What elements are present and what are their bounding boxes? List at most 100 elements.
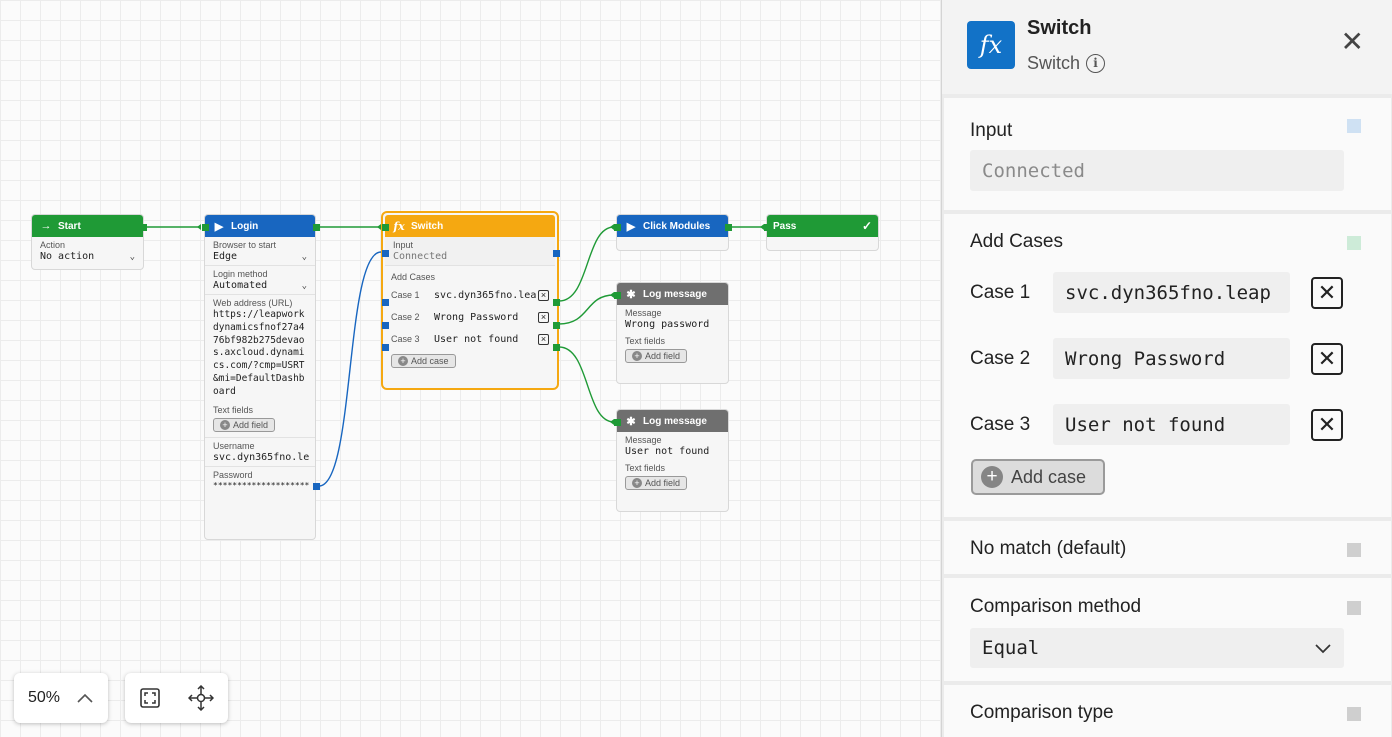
comparison-method-value: Equal	[982, 637, 1040, 659]
remove-case-button[interactable]: ✕	[1311, 409, 1343, 441]
message-value[interactable]: Wrong password	[625, 319, 710, 330]
zoom-control[interactable]: 50%	[14, 673, 108, 723]
remove-case-icon[interactable]: ×	[538, 289, 549, 301]
log-message-title: Log message	[643, 288, 707, 300]
no-match-port-indicator[interactable]	[1347, 543, 1361, 557]
login-input-port[interactable]	[202, 224, 209, 231]
pass-node[interactable]: Pass ✓	[764, 214, 879, 251]
log-message-header[interactable]: ✱ Log message	[617, 410, 728, 432]
comparison-type-port-indicator[interactable]	[1347, 707, 1361, 721]
start-node-header[interactable]: → Start	[32, 215, 143, 237]
pass-input-port[interactable]	[764, 224, 771, 231]
remove-case-button[interactable]: ✕	[1311, 277, 1343, 309]
start-output-port[interactable]	[140, 224, 147, 231]
add-case-button[interactable]: + Add case	[971, 459, 1105, 495]
pass-node-header[interactable]: Pass ✓	[767, 215, 878, 237]
log-input-port[interactable]	[614, 419, 621, 426]
case3-output-port[interactable]	[553, 344, 560, 351]
plus-icon: +	[398, 356, 408, 366]
case-label: Case 3	[970, 414, 1031, 435]
input-port-indicator[interactable]	[1347, 119, 1361, 133]
click-modules-node[interactable]: ▶ Click Modules	[614, 214, 732, 251]
fit-to-screen-icon[interactable]	[139, 687, 161, 709]
username-output-port[interactable]	[313, 483, 320, 490]
log-message-node[interactable]: ✱ Log message Message User not found Tex…	[614, 409, 729, 512]
remove-case-icon[interactable]: ×	[538, 333, 549, 345]
case-row[interactable]: Case 3 User not found ×	[383, 326, 557, 348]
case-field[interactable]: Wrong Password	[1053, 338, 1290, 379]
add-field-button[interactable]: + Add field	[625, 349, 688, 363]
case-value[interactable]: User not found	[434, 333, 519, 345]
case-field[interactable]: svc.dyn365fno.leap	[1053, 272, 1290, 313]
switch-node[interactable]: fx Switch Input Connected Add Cases Case…	[381, 211, 560, 390]
pass-node-title: Pass	[773, 220, 797, 232]
click-modules-output-port[interactable]	[725, 224, 732, 231]
add-cases-port-indicator[interactable]	[1347, 236, 1361, 250]
switch-node-header[interactable]: fx Switch	[385, 215, 555, 237]
case-value[interactable]: svc.dyn365fno.lea	[434, 289, 537, 301]
username-value[interactable]: svc.dyn365fno.le	[213, 451, 310, 463]
properties-panel: fx Switch Switch i ✕ Input Connected Add…	[941, 0, 1392, 737]
add-case-button[interactable]: + Add case	[391, 354, 456, 368]
case-label: Case 2	[970, 348, 1031, 369]
close-icon[interactable]: ✕	[1340, 26, 1364, 57]
click-modules-header[interactable]: ▶ Click Modules	[617, 215, 728, 237]
bug-icon: ✱	[626, 415, 636, 428]
case-row[interactable]: Case 1 svc.dyn365fno.lea ×	[383, 282, 557, 304]
remove-case-button[interactable]: ✕	[1311, 343, 1343, 375]
click-modules-input-port[interactable]	[614, 224, 621, 231]
add-field-button[interactable]: + Add field	[625, 476, 688, 490]
case2-input-port[interactable]	[382, 322, 389, 329]
login-node-title: Login	[231, 220, 259, 232]
case2-output-port[interactable]	[553, 322, 560, 329]
comparison-type-section: Comparison type	[944, 685, 1391, 737]
case1-input-port[interactable]	[382, 299, 389, 306]
log-input-port[interactable]	[614, 292, 621, 299]
message-value[interactable]: User not found	[625, 446, 710, 457]
login-method-select[interactable]: Automated ⌄	[205, 279, 315, 294]
comparison-method-label: Comparison method	[970, 596, 1142, 617]
switch-input-port[interactable]	[382, 224, 389, 231]
login-output-port[interactable]	[313, 224, 320, 231]
comparison-method-select[interactable]: Equal	[970, 628, 1344, 668]
connection-wires	[147, 224, 764, 487]
password-value[interactable]: ********************	[213, 480, 310, 490]
arrow-right-icon: →	[40, 220, 52, 232]
action-select[interactable]: No action ⌄	[32, 250, 143, 265]
case3-input-port[interactable]	[382, 344, 389, 351]
start-node[interactable]: → Start Action No action ⌄	[31, 214, 147, 270]
zoom-level: 50%	[28, 689, 61, 706]
log-message-node[interactable]: ✱ Log message Message Wrong password Tex…	[614, 282, 729, 384]
case-row[interactable]: Case 2 Wrong Password ×	[383, 304, 557, 326]
browser-select[interactable]: Edge ⌄	[205, 250, 315, 265]
action-label: Action	[40, 240, 66, 250]
log-message-title: Log message	[643, 415, 707, 427]
login-node-header[interactable]: ▶ Login	[205, 215, 315, 237]
add-field-button[interactable]: + Add field	[213, 417, 276, 432]
pan-move-icon[interactable]	[188, 685, 215, 711]
add-case-label: Add case	[411, 356, 449, 366]
switch-output-value-port[interactable]	[553, 250, 560, 257]
remove-case-icon[interactable]: ×	[538, 311, 549, 323]
plus-icon: +	[632, 478, 642, 488]
switch-input-value-port[interactable]	[382, 250, 389, 257]
case-value[interactable]: Wrong Password	[434, 311, 519, 323]
info-icon[interactable]: i	[1086, 54, 1106, 73]
case-field[interactable]: User not found	[1053, 404, 1290, 445]
url-label: Web address (URL)	[213, 298, 293, 308]
add-case-label: Add case	[1011, 466, 1087, 487]
case1-output-port[interactable]	[553, 299, 560, 306]
input-field[interactable]: Connected	[970, 150, 1344, 191]
login-node[interactable]: ▶ Login Browser to start Edge ⌄ Login me…	[202, 214, 320, 540]
case-value: User not found	[1065, 413, 1226, 436]
log-message-header[interactable]: ✱ Log message	[617, 283, 728, 305]
input-section: Input Connected	[944, 98, 1391, 210]
comparison-method-port-indicator[interactable]	[1347, 601, 1361, 615]
panel-subtitle: Switch i	[1027, 53, 1106, 74]
chevron-up-icon[interactable]	[76, 692, 94, 704]
login-method-value: Automated	[213, 280, 268, 291]
flow-canvas[interactable]: → Start Action No action ⌄ ▶ Login Brows…	[0, 0, 941, 737]
case-label: Case 2	[391, 312, 420, 322]
browser-value: Edge	[213, 251, 238, 262]
url-value[interactable]: https://leapworkdynamicsfnof27a476bf982b…	[213, 309, 305, 397]
